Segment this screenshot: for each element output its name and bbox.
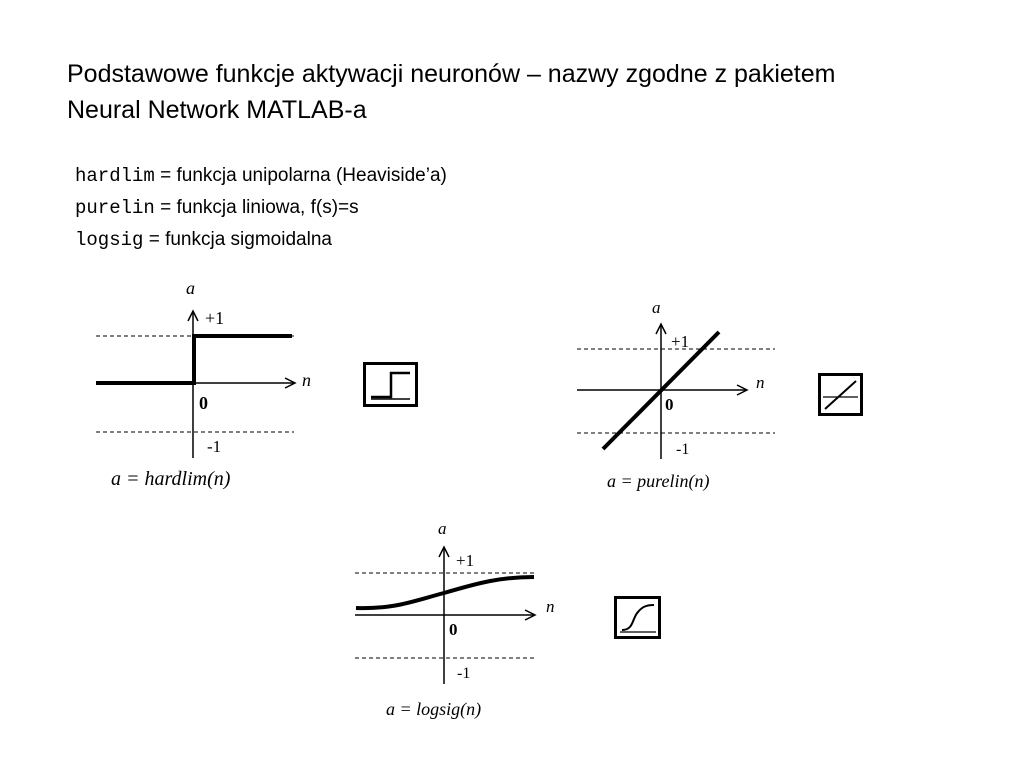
hardlim-curve xyxy=(96,334,292,385)
hardlim-caption: a = hardlim(n) xyxy=(111,468,231,490)
hardlim-x-label: n xyxy=(302,370,311,390)
definition-code: hardlim xyxy=(75,165,155,187)
definition-logsig: logsig = funkcja sigmoidalna xyxy=(75,224,447,256)
logsig-x-arrow xyxy=(524,609,537,621)
logsig-minus-one-label: -1 xyxy=(457,665,470,682)
purelin-curve xyxy=(601,330,721,451)
definition-code: purelin xyxy=(75,197,155,219)
logsig-zero-label: 0 xyxy=(449,620,458,639)
purelin-y-label: a xyxy=(652,298,661,317)
step-function-icon xyxy=(363,362,418,407)
hardlim-minus-one-label: -1 xyxy=(207,437,221,456)
definition-hardlim: hardlim = funkcja unipolarna (Heaviside’… xyxy=(75,160,447,192)
logsig-y-label: a xyxy=(438,519,447,538)
definition-text: = funkcja unipolarna (Heaviside’a) xyxy=(154,165,447,186)
slide-title-line-1: Podstawowe funkcje aktywacji neuronów – … xyxy=(67,60,836,88)
logsig-y-arrow xyxy=(438,545,450,558)
purelin-x-label: n xyxy=(756,373,765,392)
purelin-y-arrow xyxy=(655,322,667,335)
logsig-plus-one-label: +1 xyxy=(456,551,474,570)
definitions-list: hardlim = funkcja unipolarna (Heaviside’… xyxy=(75,160,447,256)
logsig-curve xyxy=(355,575,535,611)
sigmoid-function-icon xyxy=(614,596,661,639)
hardlim-plus-one-label: +1 xyxy=(205,308,224,328)
purelin-plus-one-label: +1 xyxy=(671,332,689,351)
purelin-minus-one-label: -1 xyxy=(676,441,689,458)
purelin-caption: a = purelin(n) xyxy=(607,471,709,492)
logsig-caption: a = logsig(n) xyxy=(386,699,481,720)
slide-title: Podstawowe funkcje aktywacji neuronów – … xyxy=(67,56,987,128)
slide-title-line-2: Neural Network MATLAB-a xyxy=(67,96,367,124)
purelin-x-arrow xyxy=(736,384,749,396)
definition-text: = funkcja sigmoidalna xyxy=(143,229,332,250)
definition-code: logsig xyxy=(75,229,144,251)
hardlim-zero-label: 0 xyxy=(199,393,208,413)
hardlim-x-arrow xyxy=(284,377,297,389)
definition-purelin: purelin = funkcja liniowa, f(s)=s xyxy=(75,192,447,224)
linear-function-icon xyxy=(818,373,863,416)
hardlim-y-arrow xyxy=(187,309,199,322)
purelin-zero-label: 0 xyxy=(665,395,674,414)
logsig-x-label: n xyxy=(546,597,555,616)
hardlim-y-label: a xyxy=(186,278,195,298)
definition-text: = funkcja liniowa, f(s)=s xyxy=(154,197,359,218)
